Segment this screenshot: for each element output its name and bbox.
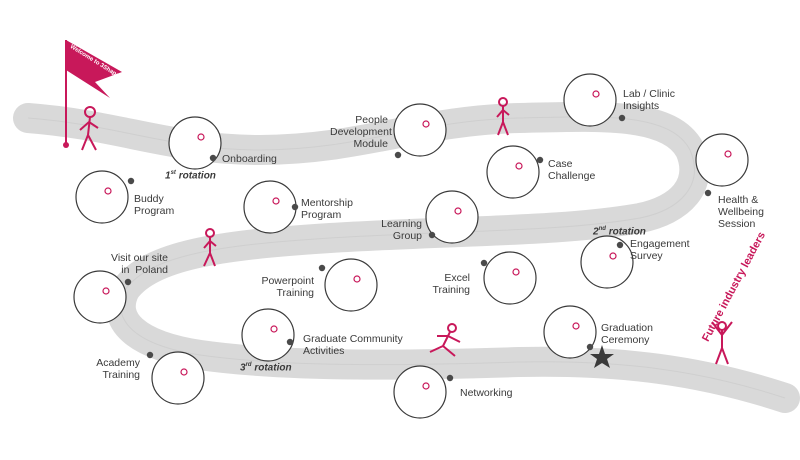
survey-icon [580,235,634,289]
icon-accent [180,368,188,376]
connector-dot [394,151,402,159]
icon-accent [515,162,523,170]
icon-accent [512,268,520,276]
rotation-label-1: 1st rotation [165,170,216,182]
milestone-label-powerpoint-training: Powerpoint Training [261,275,314,299]
party-popper-icon [241,308,295,362]
icon-accent [104,187,112,195]
milestone-label-excel-training: Excel Training [432,272,470,296]
building-icon [73,270,127,324]
connector-dot [586,343,594,351]
video-audience-icon [151,351,205,405]
lotus-icon [695,133,749,187]
icon-accent [454,207,462,215]
lightbulbs-icon [425,190,479,244]
star-icon [590,345,614,368]
connector-dot [536,156,544,164]
connector-dot [480,259,488,267]
connector-dot [146,351,154,359]
graduation-cap-icon [543,305,597,359]
connector-dot [286,338,294,346]
milestone-label-people-development: People Development Module [330,114,392,150]
icon-accent [197,133,205,141]
walker-figure-icon [79,106,99,151]
trophy-icon [486,145,540,199]
celebrating-figure-icon [711,321,733,365]
milestone-label-learning-group: Learning Group [381,218,422,242]
handshake-icon [243,180,297,234]
milestone-label-buddy-program: Buddy Program [134,193,175,217]
icon-accent [270,325,278,333]
icon-accent [572,322,580,330]
milestone-label-case-challenge: Case Challenge [548,158,596,182]
connector-dot [446,374,454,382]
walker-figure-icon [203,228,217,267]
milestone-label-mentorship-program: Mentorship Program [301,197,353,221]
welcome-flag-icon [63,40,122,148]
milestone-label-academy-training: Academy Training [96,357,140,381]
icon-accent [353,275,361,283]
milestone-label-graduation-ceremony: Graduation Ceremony [601,322,653,346]
connector-dot [618,114,626,122]
presentation-icon [324,258,378,312]
high-five-icon [75,170,129,224]
icon-accent [592,90,600,98]
connector-dot [616,241,624,249]
icon-accent [422,382,430,390]
milestone-label-networking: Networking [460,387,513,399]
milestone-label-graduate-community: Graduate Community Activities [303,333,403,357]
dental-tool-icon [563,73,617,127]
puzzle-icon [168,116,222,170]
icon-accent [272,197,280,205]
connector-dot [704,189,712,197]
runner-figure-icon [429,323,461,357]
walker-figure-icon [496,97,510,136]
speech-bubbles-icon [393,365,447,419]
growth-people-icon [393,103,447,157]
icon-accent [102,287,110,295]
milestone-label-health-wellbeing: Health & Wellbeing Session [718,194,764,230]
connector-dot [428,231,436,239]
icon-accent [609,252,617,260]
milestone-label-onboarding: Onboarding [222,153,277,165]
milestone-label-visit-poland: Visit our site in Poland [111,252,168,276]
connector-dot [124,278,132,286]
connector-dot [318,264,326,272]
icon-accent [422,120,430,128]
connector-dot [127,177,135,185]
rotation-label-3: 3rd rotation [240,362,292,374]
milestone-label-engagement-survey: Engagement Survey [630,238,690,262]
connector-dot [209,154,217,162]
rotation-label-2: 2nd rotation [593,226,646,238]
spreadsheet-icon [483,251,537,305]
connector-dot [291,203,299,211]
icon-accent [724,150,732,158]
milestone-label-lab-clinic: Lab / Clinic Insights [623,88,675,112]
